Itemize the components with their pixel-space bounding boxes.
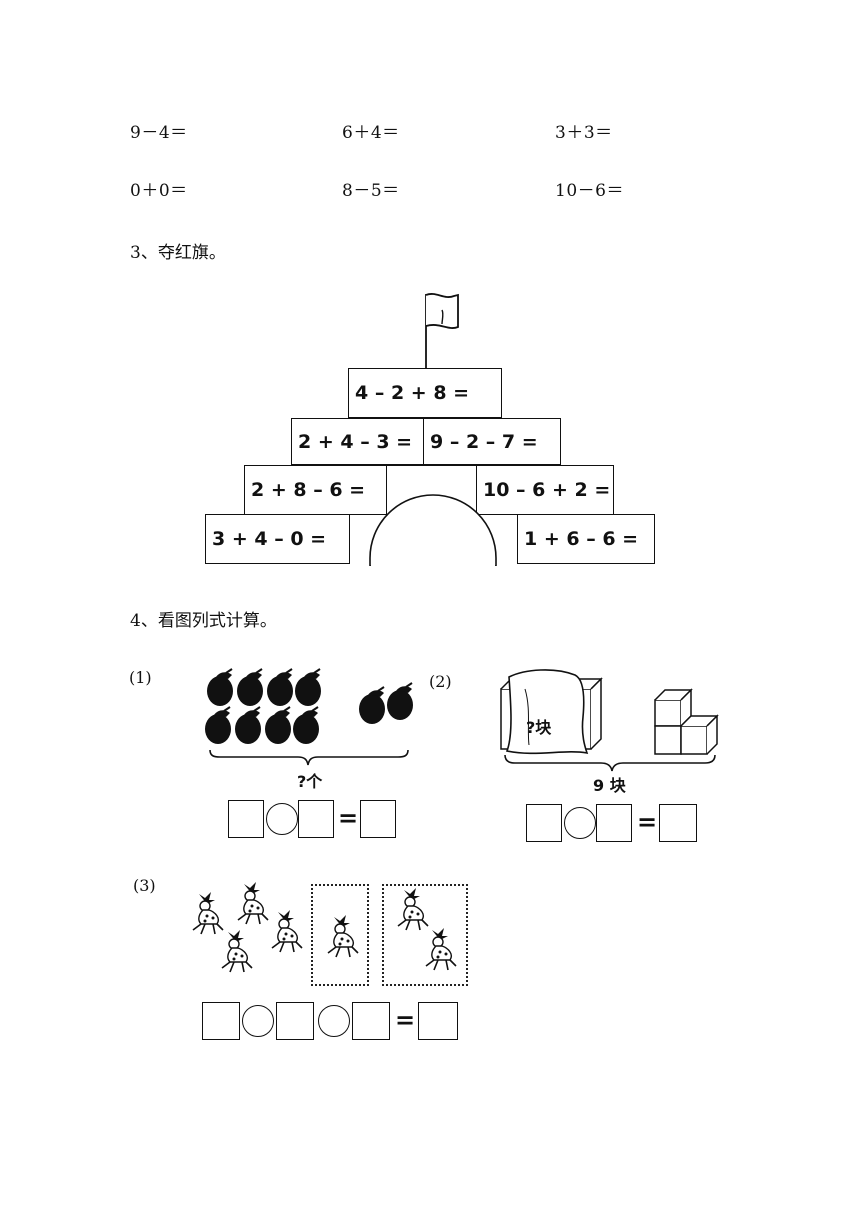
equation-6-4: 6＋4＝ [342,123,400,143]
brick-row2-left: 2 + 4 – 3 = [291,418,424,465]
section-3-title: 3、夺红旗。 [130,243,226,263]
problem-1-total: ?个 [297,772,323,791]
problem-2-hidden-label: ?块 [526,718,552,737]
answer-box[interactable] [276,1002,314,1040]
equation-3-3: 3＋3＝ [555,123,613,143]
operator-circle[interactable] [266,803,298,835]
brick-row2-right: 9 – 2 – 7 = [423,418,561,465]
equation-0-0: 0＋0＝ [130,181,188,201]
answer-box[interactable] [360,800,396,838]
equation-9-4: 9－4＝ [130,123,188,143]
equation-10-6: 10－6＝ [555,181,624,201]
answer-box[interactable] [659,804,697,842]
deer-box-1 [311,884,369,986]
brick-row4-left: 3 + 4 – 0 = [205,514,350,564]
answer-box[interactable] [228,800,264,838]
equals-sign: = [338,804,359,832]
cube-group [500,669,719,772]
answer-box[interactable] [202,1002,240,1040]
operator-circle[interactable] [242,1005,274,1037]
flag-icon [425,293,459,370]
brick-row3-left: 2 + 8 – 6 = [244,465,387,515]
eggplant-group [204,668,414,766]
equals-sign: = [395,1006,416,1034]
answer-box[interactable] [526,804,562,842]
answer-box[interactable] [596,804,632,842]
problem-2-total: 9 块 [593,776,626,795]
deer-group [192,881,303,973]
problem-1-label: (1) [129,668,152,687]
problem-3-label: (3) [133,876,156,895]
arch-icon [369,494,497,566]
deer-icon [397,888,457,971]
operator-circle[interactable] [318,1005,350,1037]
answer-box[interactable] [352,1002,390,1040]
section-4-title: 4、看图列式计算。 [130,611,277,631]
deer-box-2 [382,884,468,986]
deer-icon [327,914,359,958]
brick-top: 4 – 2 + 8 = [348,368,502,418]
operator-circle[interactable] [564,807,596,839]
problem-2-label: (2) [429,672,452,691]
equals-sign: = [637,808,658,836]
brick-row3-right: 10 – 6 + 2 = [476,465,614,515]
answer-box[interactable] [298,800,334,838]
equation-8-5: 8－5＝ [342,181,400,201]
brick-row4-right: 1 + 6 – 6 = [517,514,655,564]
answer-box[interactable] [418,1002,458,1040]
